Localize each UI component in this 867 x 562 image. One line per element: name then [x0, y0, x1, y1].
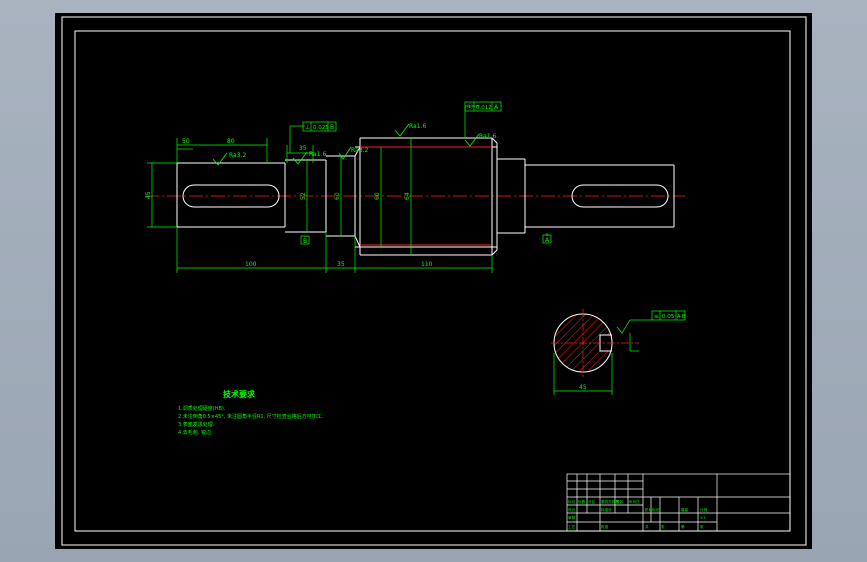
roughness-label-2: Ra1.6: [309, 151, 326, 158]
svg-text:阶段标记: 阶段标记: [645, 507, 660, 512]
title-block-labels: 标记 处数 分区 更改文件号 签名 年月日 设计 标准化 审核 工艺 批准 阶段…: [568, 499, 708, 529]
dim-text-dia-c: 60: [374, 192, 381, 200]
gdt-section-value: 0.05: [662, 314, 675, 320]
roughness-symbols: [212, 123, 480, 166]
dim-text-d3: 35: [299, 145, 307, 152]
svg-text:批准: 批准: [601, 524, 609, 529]
svg-text:重量: 重量: [681, 507, 689, 512]
gdt-frame-section: ≡ 0.05 A-B: [651, 310, 686, 321]
right-keyway: [571, 184, 669, 208]
dim-text-dia-left: 45: [145, 191, 152, 199]
dim-text-d5: 35: [337, 261, 345, 268]
tech-req-item-1: 1.调质处理硬度(HB).: [178, 405, 226, 412]
inner-border: [74, 30, 791, 532]
roughness-label-4: Ra1.6: [409, 123, 426, 130]
dim-text-d2: 80: [227, 138, 235, 145]
dim-text-dia-b: 60: [334, 192, 341, 200]
svg-text:处数: 处数: [578, 499, 586, 504]
shaft-outline: [176, 137, 675, 256]
gdt-top-center-symbol: Ⓛ: [467, 103, 473, 111]
dim-text-d4: 100: [245, 261, 257, 268]
roughness-label-1: Ra3.2: [229, 152, 246, 159]
datum-a: A: [542, 234, 552, 244]
svg-text:张: 张: [661, 524, 665, 529]
svg-text:更改文件号: 更改文件号: [601, 499, 619, 504]
tech-requirements: 技术要求 1.调质处理硬度(HB). 2.未注倒角0.5×45°, 未注圆角半径…: [178, 389, 324, 436]
roughness-label-3: Ra3.2: [351, 147, 368, 154]
roughness-label-5: Ra1.6: [479, 133, 496, 140]
svg-text:共: 共: [645, 524, 649, 529]
dim-text-d6: 110: [421, 261, 433, 268]
gdt-top-left-value: 0.025: [313, 125, 329, 131]
outer-border: [61, 16, 807, 546]
tech-req-title: 技术要求: [223, 389, 256, 399]
svg-text:设计: 设计: [568, 507, 576, 512]
svg-text:工艺: 工艺: [568, 524, 576, 529]
svg-text:分区: 分区: [588, 499, 596, 504]
svg-text:标记: 标记: [568, 499, 576, 504]
svg-text:标准化: 标准化: [601, 507, 612, 512]
dimension-lines: [147, 105, 548, 273]
drawing-sheet: Ra3.2 Ra1.6 Ra3.2 Ra1.6 Ra1.6 50 80 35 1…: [61, 16, 807, 546]
gdt-top-left-datum: B: [330, 124, 334, 131]
svg-text:年月日: 年月日: [629, 499, 640, 504]
svg-text:第: 第: [681, 524, 685, 529]
drawing-viewport[interactable]: Ra3.2 Ra1.6 Ra3.2 Ra1.6 Ra1.6 50 80 35 1…: [55, 13, 812, 549]
dim-text-dia-d: 64: [404, 192, 411, 200]
svg-text:签名: 签名: [616, 499, 624, 504]
datum-b: B: [300, 235, 310, 245]
title-block: [566, 473, 791, 532]
svg-text:B: B: [303, 238, 307, 245]
title-block-scale: 1:1: [700, 516, 706, 520]
svg-text:比例: 比例: [700, 507, 708, 512]
gdt-top-center-value: 0.012: [476, 105, 492, 111]
gdt-top-center-datum: A: [494, 104, 499, 111]
tech-req-item-2: 2.未注倒角0.5×45°, 未注圆角半径R1, 尺寸检查合格后方可加工.: [178, 413, 324, 420]
gdt-frame-top-left: ⊥ 0.025 B: [302, 121, 337, 132]
left-keyway: [182, 184, 280, 208]
section-view: 45: [551, 309, 652, 395]
gdt-section-datum: A-B: [677, 314, 686, 320]
gdt-section-symbol: ≡: [654, 313, 659, 320]
gdt-frame-top-center: Ⓛ 0.012 A: [464, 101, 502, 112]
svg-text:审核: 审核: [568, 515, 576, 520]
dim-text-d1: 50: [182, 138, 190, 145]
svg-text:张: 张: [700, 524, 704, 529]
svg-text:A: A: [545, 237, 550, 244]
tech-req-item-3: 3.表面发黑处理.: [178, 421, 215, 428]
gdt-top-left-symbol: ⊥: [305, 124, 310, 131]
tech-req-item-4: 4.去毛刺, 锐边.: [178, 429, 213, 436]
dim-text-dia-a: 52: [300, 192, 307, 200]
section-width-dim: 45: [579, 384, 587, 391]
